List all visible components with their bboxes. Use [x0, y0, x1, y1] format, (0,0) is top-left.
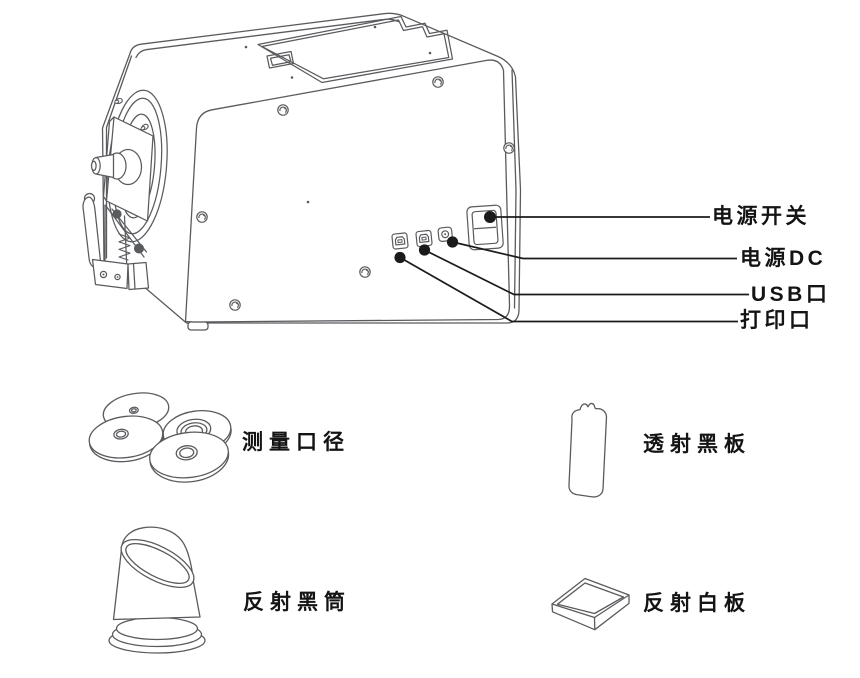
reflection-white-board	[551, 577, 630, 631]
spring	[118, 233, 131, 261]
callout-dots	[394, 211, 496, 264]
accessory-label-trans-black-board: 透射黑板	[643, 433, 751, 456]
callout-lines	[399, 216, 749, 323]
panel-slot	[266, 50, 295, 69]
clamp-lever	[82, 196, 102, 269]
callout-label-power-switch: 电源开关	[712, 205, 810, 228]
callout-label-printer-port: 打印口	[740, 309, 814, 332]
foot-block	[127, 261, 150, 291]
foot	[187, 321, 209, 331]
accessory-label-apertures: 测量口径	[242, 431, 350, 454]
callout-dot-dc	[446, 236, 459, 248]
bolt-knob	[133, 243, 145, 254]
callout-label-usb-port: USB口	[751, 283, 831, 306]
callout-dot-power-switch	[484, 211, 496, 223]
device-body	[101, 12, 522, 331]
accessory-label-white-board: 反射白板	[643, 592, 751, 615]
frame-lines	[104, 204, 148, 272]
transmission-black-board	[568, 402, 608, 498]
callout-line-dc	[452, 241, 737, 260]
callout-line-usb	[424, 249, 749, 296]
ridge-inner-line	[135, 18, 400, 59]
callout-label-dc-power: 电源DC	[740, 247, 827, 270]
callout-dot-printer	[394, 251, 406, 264]
callout-dot-usb	[418, 244, 431, 256]
left-edge-inner-line	[105, 55, 133, 259]
top-access-panel	[244, 15, 454, 204]
bolt-knob	[112, 209, 122, 219]
reflection-black-cylinder	[108, 526, 206, 654]
accessory-label-black-cylinder: 反射黑筒	[243, 591, 351, 614]
power-switch	[466, 204, 504, 251]
printer-port-icon	[391, 232, 409, 250]
callout-line-printer	[399, 256, 738, 323]
usb-port-icon	[415, 229, 433, 248]
sample-clamp-mechanism	[82, 89, 168, 291]
bottom-bracket	[91, 258, 129, 290]
right-edge-inner-line	[511, 69, 517, 309]
panel-pin-holes	[244, 25, 432, 204]
measurement-aperture-discs	[88, 392, 232, 483]
